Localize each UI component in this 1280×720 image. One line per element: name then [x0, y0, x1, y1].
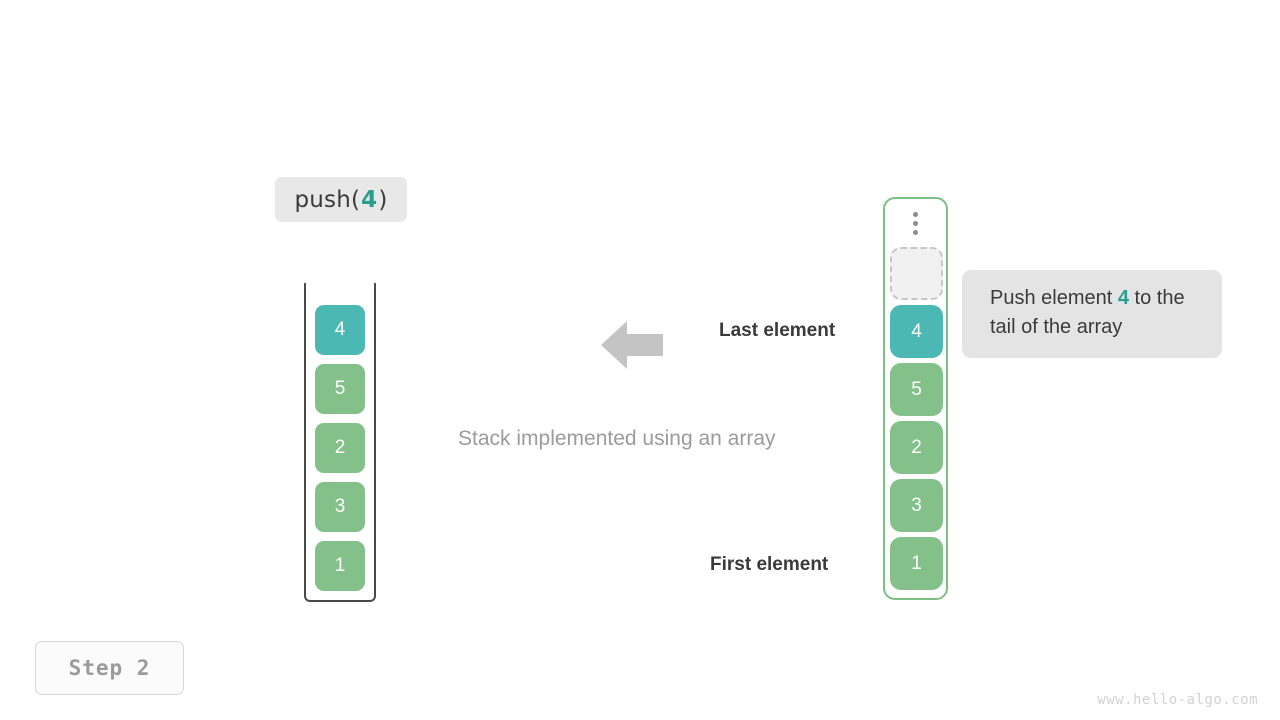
stack-frame [304, 283, 376, 602]
stack-cell: 2 [315, 423, 365, 473]
callout-box: Push element 4 to the tail of the array [962, 270, 1222, 358]
first-element-label: First element [710, 554, 829, 575]
array-cell: 4 [890, 305, 943, 358]
stack-cell-list: 4 5 2 3 1 [315, 305, 365, 591]
array-cell: 2 [890, 421, 943, 474]
ellipsis-dot [913, 230, 918, 235]
ellipsis-dot [913, 212, 918, 217]
stack-cell: 1 [315, 541, 365, 591]
operation-suffix: ) [378, 186, 388, 213]
array-cell-list: 4 5 2 3 1 [890, 247, 943, 590]
diagram-caption: Stack implemented using an array [458, 427, 776, 450]
stack-cell: 5 [315, 364, 365, 414]
operation-chip: push(4) [275, 177, 407, 222]
callout-highlight-value: 4 [1117, 287, 1129, 309]
array-container: 4 5 2 3 1 [883, 197, 948, 600]
array-empty-slot [890, 247, 943, 300]
callout-text-after: to the tail of the array [990, 287, 1185, 338]
last-element-label: Last element [719, 320, 836, 341]
left-arrow-icon [601, 321, 663, 369]
array-cell: 1 [890, 537, 943, 590]
operation-value: 4 [361, 186, 378, 213]
watermark: www.hello-algo.com [1097, 692, 1258, 708]
ellipsis-dot [913, 221, 918, 226]
stack-cell: 4 [315, 305, 365, 355]
stack-cell: 3 [315, 482, 365, 532]
array-cell: 3 [890, 479, 943, 532]
step-badge: Step 2 [35, 641, 184, 695]
stack-container: 4 5 2 3 1 [304, 283, 376, 602]
operation-prefix: push( [294, 186, 361, 213]
callout-text-before: Push element [990, 287, 1118, 309]
array-cell: 5 [890, 363, 943, 416]
vertical-ellipsis-icon [885, 212, 946, 235]
